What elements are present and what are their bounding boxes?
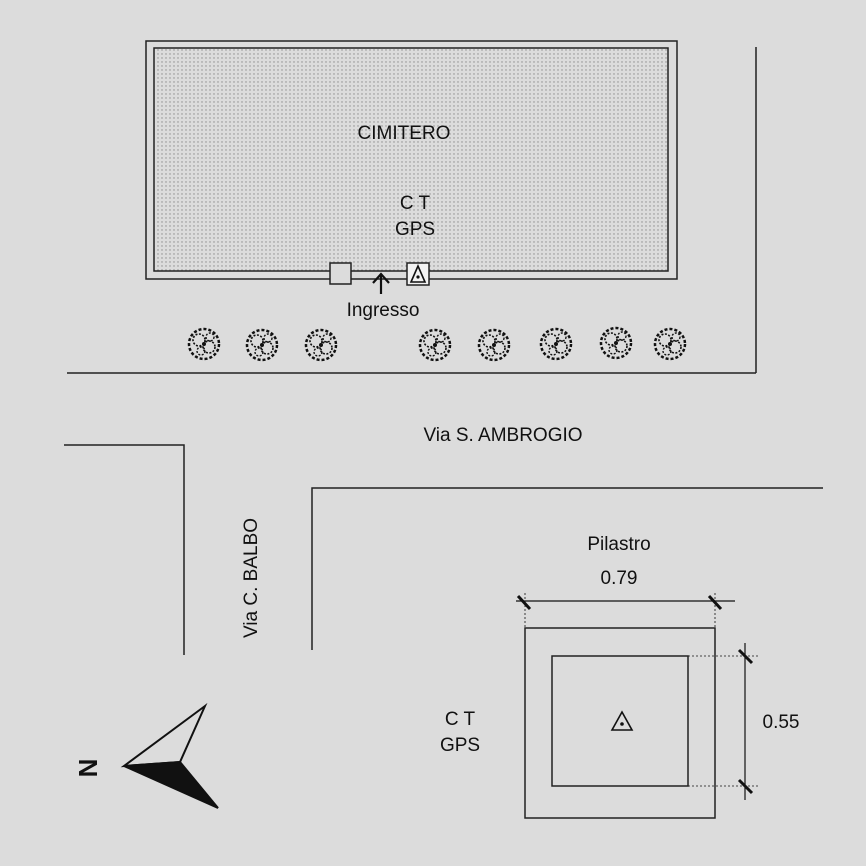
benchmark-triangle-icon [610,710,634,731]
street-edges [64,47,823,655]
tree-icon [304,328,338,362]
pillar-outline [524,627,716,819]
detail-station-type: GPS [440,735,480,756]
tree-icon [245,328,279,362]
tree-icon [599,326,633,360]
tree-icon [418,328,452,362]
detail-station-code: C T [445,709,476,730]
up-arrow-icon [372,272,390,294]
north-letter: N [73,759,103,778]
tree-icon [653,327,687,361]
detail-title: Pilastro [587,534,650,555]
cemetery-enclosure [145,40,678,280]
street-main-label: Via S. AMBROGIO [423,425,582,446]
entrance-label: Ingresso [347,300,420,321]
detail-width-value: 0.79 [601,568,638,589]
station-code-label: C T [400,193,431,214]
detail-height-value: 0.55 [763,712,800,733]
tree-icon [187,327,221,361]
tree-icon [539,327,573,361]
height-dimension-line [688,643,760,800]
entrance-pillar-left [329,262,352,285]
tree-icon [477,328,511,362]
north-arrow-icon: N [73,702,219,809]
width-dimension-line [516,593,735,628]
entrance-pillar-right [406,262,430,286]
street-side-label: Via C. BALBO [241,518,262,638]
station-type-label: GPS [395,219,435,240]
benchmark-triangle-icon [409,264,427,283]
building-label: CIMITERO [358,123,451,144]
tree-row [187,326,687,362]
